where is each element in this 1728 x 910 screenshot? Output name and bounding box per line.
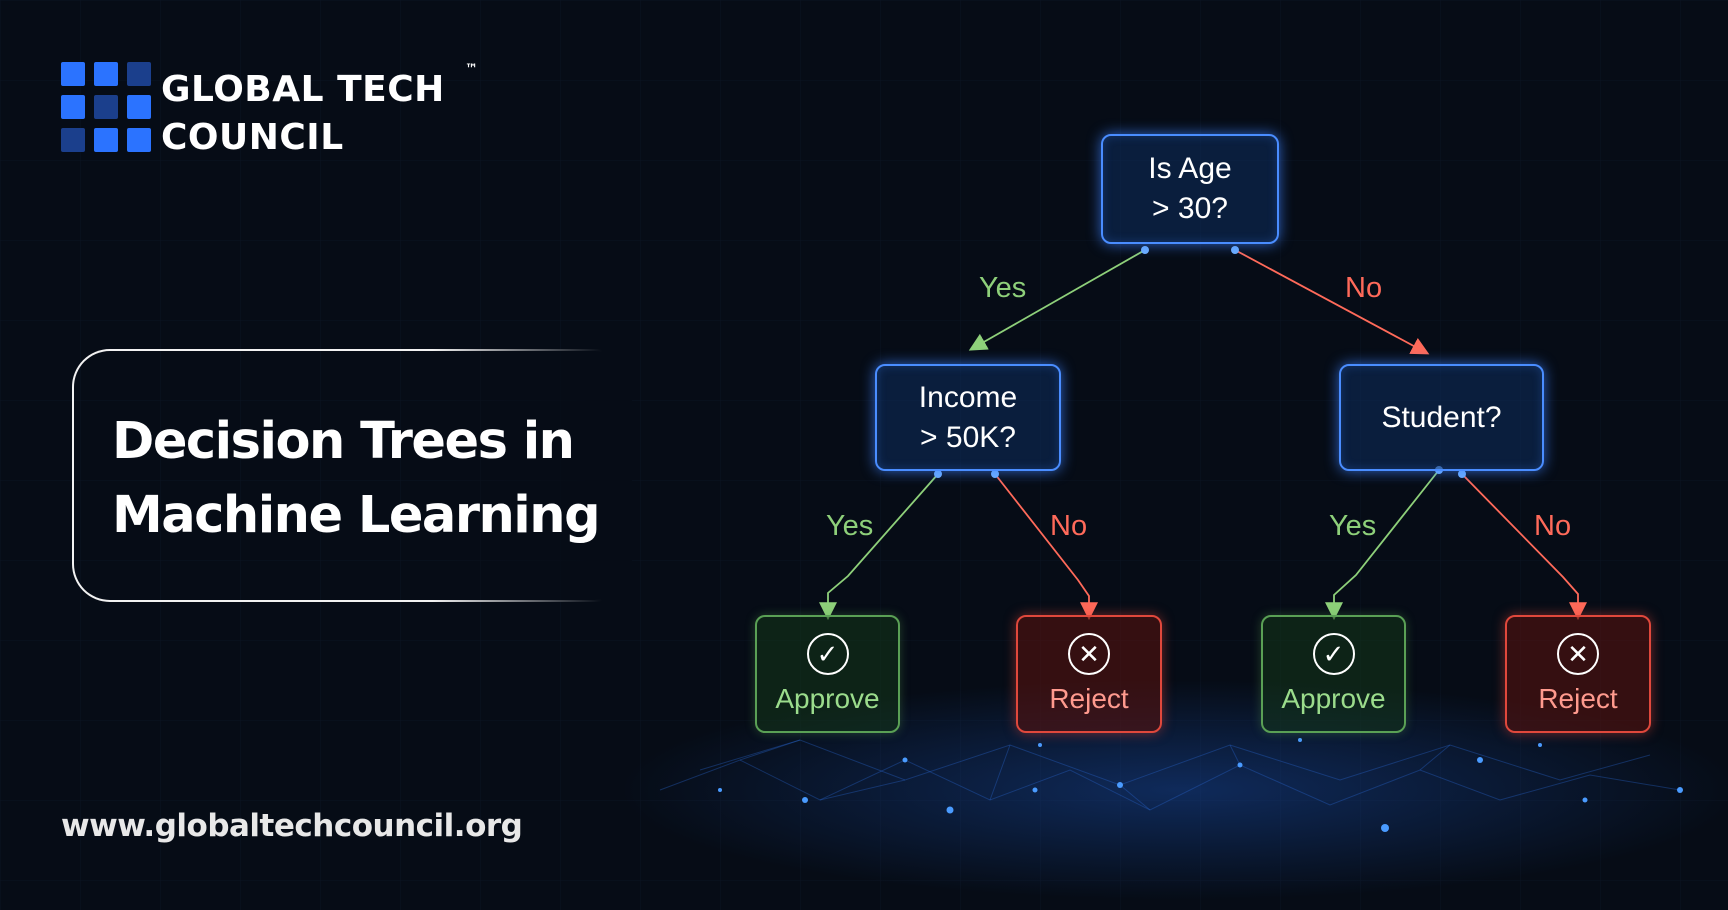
branch-label-root-yes: Yes bbox=[979, 272, 1027, 304]
branch-label-student-yes: Yes bbox=[1329, 510, 1377, 542]
title-line-1: Decision Trees in bbox=[112, 412, 575, 471]
root-question-line-2: > 30? bbox=[1152, 192, 1228, 225]
network-particles bbox=[659, 739, 1681, 811]
income-question-node: Income > 50K? bbox=[875, 364, 1061, 471]
website-url: www.globaltechcouncil.org bbox=[61, 808, 523, 844]
logo-wordmark: GLOBAL TECH COUNCIL bbox=[161, 66, 445, 162]
branch-label-root-no: No bbox=[1345, 272, 1383, 304]
leaf-approve-2: ✓ Approve bbox=[1261, 615, 1406, 733]
student-question-line-1: Student? bbox=[1381, 400, 1502, 434]
leaf-label: Reject bbox=[1049, 683, 1129, 714]
logo-line-1: GLOBAL TECH bbox=[161, 69, 445, 110]
leaf-label: Approve bbox=[1281, 683, 1386, 714]
logo-line-2: COUNCIL bbox=[161, 117, 344, 158]
page-title: Decision Trees in Machine Learning bbox=[112, 405, 672, 553]
tree-connectors bbox=[819, 249, 1587, 621]
root-question-line-1: Is Age bbox=[1148, 152, 1232, 185]
leaf-label: Approve bbox=[775, 683, 880, 714]
branch-label-income-yes: Yes bbox=[826, 510, 874, 542]
branch-label-income-no: No bbox=[1050, 510, 1088, 542]
check-circle-icon: ✓ bbox=[1312, 633, 1355, 675]
brand-logo: GLOBAL TECH COUNCIL ™ bbox=[61, 62, 491, 162]
check-circle-icon: ✓ bbox=[806, 633, 849, 675]
branch-label-student-no: No bbox=[1534, 510, 1572, 542]
leaf-reject-1: ✕ Reject bbox=[1016, 615, 1162, 733]
title-line-2: Machine Learning bbox=[112, 486, 601, 545]
trademark-symbol: ™ bbox=[465, 62, 478, 77]
leaf-approve-1: ✓ Approve bbox=[755, 615, 900, 733]
network-dots bbox=[718, 738, 1683, 832]
title-frame bbox=[72, 349, 632, 602]
logo-grid-icon bbox=[61, 62, 151, 152]
x-circle-icon: ✕ bbox=[1068, 633, 1110, 675]
leaf-label: Reject bbox=[1538, 683, 1618, 714]
income-question-line-1: Income bbox=[918, 380, 1018, 414]
income-question-line-2: > 50K? bbox=[920, 420, 1016, 454]
x-circle-icon: ✕ bbox=[1557, 633, 1599, 675]
root-question-node: Is Age > 30? bbox=[1101, 134, 1279, 244]
student-question-node: Student? bbox=[1339, 364, 1544, 471]
leaf-reject-2: ✕ Reject bbox=[1505, 615, 1651, 733]
